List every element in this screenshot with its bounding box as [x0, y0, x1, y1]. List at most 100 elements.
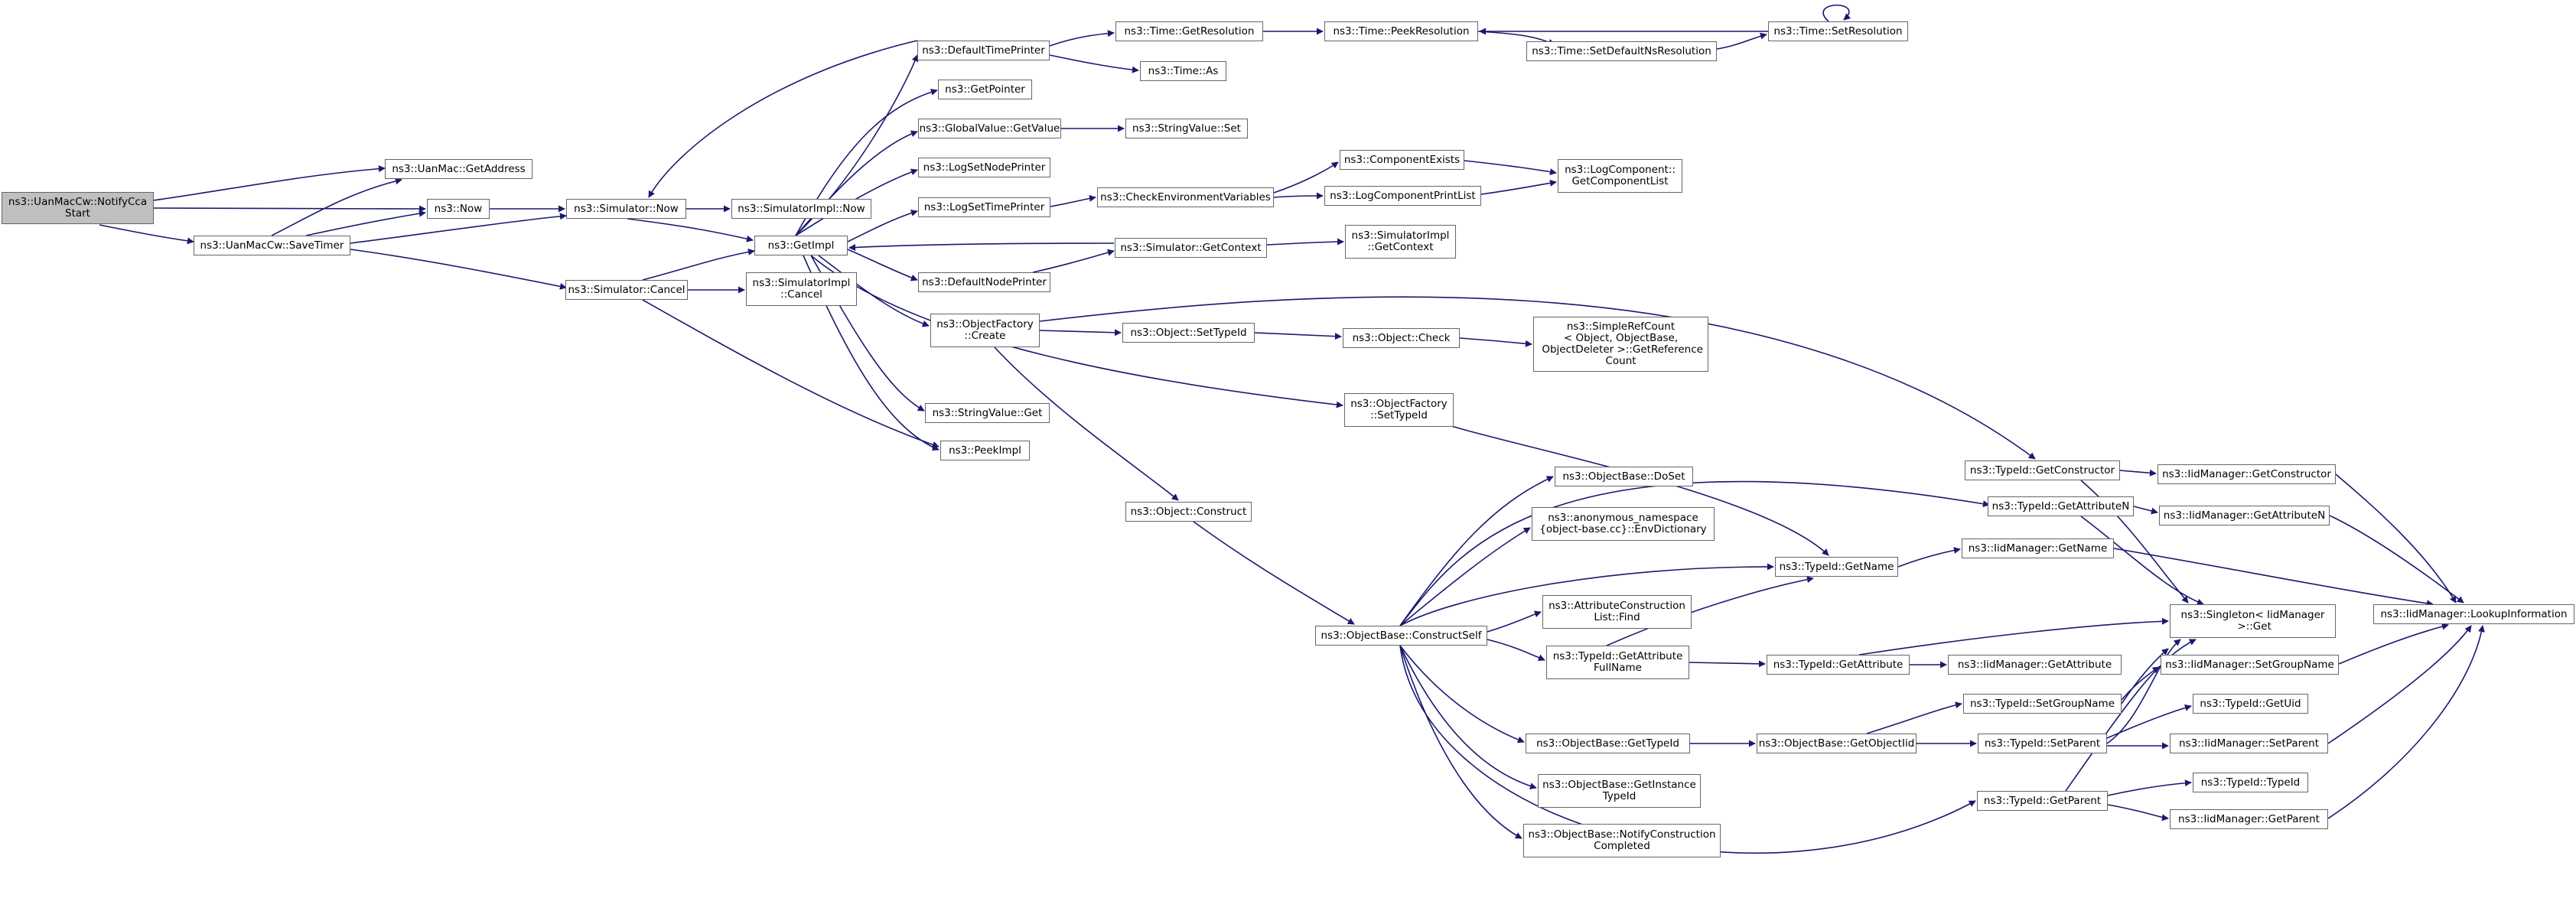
call-edge-16 [795, 168, 918, 236]
node-objectbase-notifyconstructioncompleted[interactable]: ns3::ObjectBase::NotifyConstruction Comp… [1523, 824, 1721, 857]
call-edge-54 [1399, 645, 1537, 790]
node-anonymous-namespace-envdictionary[interactable]: ns3::anonymous_namespace {object-base.cc… [1532, 507, 1715, 541]
call-edge-64 [1858, 617, 2169, 656]
node-time-as[interactable]: ns3::Time::As [1140, 61, 1226, 81]
node-object-check[interactable]: ns3::Object::Check [1343, 328, 1460, 348]
node-object-construct[interactable]: ns3::Object::Construct [1125, 502, 1252, 522]
call-edge-82 [2327, 625, 2485, 819]
call-edge-50 [1399, 563, 1774, 626]
node-stringvalue-set[interactable]: ns3::StringValue::Set [1125, 119, 1248, 138]
node-iidmanager-getattributen[interactable]: ns3::IidManager::GetAttributeN [2159, 506, 2330, 525]
call-edge-42 [1266, 238, 1344, 246]
node-objectbase-doset[interactable]: ns3::ObjectBase::DoSet [1555, 467, 1693, 486]
call-edge-71 [2329, 515, 2464, 604]
node-typeid-getattributefullname[interactable]: ns3::TypeId::GetAttribute FullName [1546, 646, 1689, 679]
node-defaulttimeprinter[interactable]: ns3::DefaultTimePrinter [917, 41, 1050, 60]
node-time-setdefaultnsresolution[interactable]: ns3::Time::SetDefaultNsResolution [1526, 41, 1717, 61]
node-typeid-getuid[interactable]: ns3::TypeId::GetUid [2193, 694, 2308, 714]
node-uanmaccw-savetimer[interactable]: ns3::UanMacCw::SaveTimer [194, 236, 350, 255]
call-edge-67 [2080, 480, 2189, 604]
node-object-settypeid[interactable]: ns3::Object::SetTypeId [1122, 323, 1255, 343]
call-edge-5 [350, 213, 567, 244]
node-getimpl[interactable]: ns3::GetImpl [754, 236, 848, 255]
node-iidmanager-lookupinformation[interactable]: ns3::IidManager::LookupInformation [2373, 604, 2574, 624]
node-typeid-setgroupname[interactable]: ns3::TypeId::SetGroupName [1963, 694, 2122, 714]
node-uanmac-getaddress[interactable]: ns3::UanMac::GetAddress [385, 159, 532, 179]
node-peekimpl[interactable]: ns3::PeekImpl [940, 441, 1030, 460]
node-iidmanager-setparent[interactable]: ns3::IidManager::SetParent [2170, 734, 2328, 753]
call-edge-28 [1032, 249, 1115, 273]
node-uanmaccw-notifyccastart: ns3::UanMacCw::NotifyCca Start [2, 192, 154, 224]
node-iidmanager-getattribute[interactable]: ns3::IidManager::GetAttribute [1948, 655, 2122, 675]
call-edge-12 [642, 299, 940, 448]
call-edge-17 [847, 210, 918, 242]
call-edge-58 [1606, 576, 1814, 646]
node-singleton-iidmanager-get[interactable]: ns3::Singleton< IidManager >::Get [2170, 604, 2336, 638]
node-typeid-typeid[interactable]: ns3::TypeId::TypeId [2193, 773, 2308, 792]
node-logsettimeprinter[interactable]: ns3::LogSetTimePrinter [918, 197, 1050, 217]
node-objectbase-getinstancetypeid[interactable]: ns3::ObjectBase::GetInstance TypeId [1538, 774, 1701, 808]
node-componentexists[interactable]: ns3::ComponentExists [1340, 150, 1464, 170]
node-simulatorimpl-cancel[interactable]: ns3::SimulatorImpl ::Cancel [746, 272, 857, 306]
node-objectbase-constructself[interactable]: ns3::ObjectBase::ConstructSelf [1315, 626, 1487, 646]
call-edge-79 [2107, 779, 2192, 796]
node-time-getresolution[interactable]: ns3::Time::GetResolution [1115, 21, 1263, 41]
call-edge-69 [2113, 548, 2434, 607]
call-edge-68 [2080, 516, 2204, 606]
node-simulatorimpl-now[interactable]: ns3::SimulatorImpl::Now [731, 199, 871, 219]
node-logsetnodeprinter[interactable]: ns3::LogSetNodePrinter [918, 158, 1050, 177]
call-edge-48 [1399, 476, 1554, 626]
call-edge-38 [1273, 161, 1339, 194]
node-simulator-getcontext[interactable]: ns3::Simulator::GetContext [1115, 238, 1267, 258]
call-edge-0 [152, 165, 386, 201]
call-edge-18 [847, 249, 918, 281]
node-globalvalue-getvalue[interactable]: ns3::GlobalValue::GetValue [918, 119, 1061, 138]
call-edge-23 [648, 40, 918, 198]
node-simplerefcount-getreferencecount[interactable]: ns3::SimpleRefCount < Object, ObjectBase… [1533, 317, 1708, 372]
call-edge-25 [1049, 54, 1139, 73]
call-edge-49 [1399, 527, 1531, 626]
node-typeid-getname[interactable]: ns3::TypeId::GetName [1775, 557, 1898, 577]
call-edge-52 [1487, 639, 1545, 662]
call-edge-29 [848, 242, 1115, 252]
node-checkenvironmentvariables[interactable]: ns3::CheckEnvironmentVariables [1097, 187, 1274, 207]
node-simulator-cancel[interactable]: ns3::Simulator::Cancel [565, 280, 688, 300]
node-simulatorimpl-getcontext[interactable]: ns3::SimulatorImpl ::GetContext [1345, 225, 1456, 259]
node-objectfactory-settypeid[interactable]: ns3::ObjectFactory ::SetTypeId [1344, 393, 1454, 427]
call-edge-39 [1273, 192, 1324, 200]
node-time-setresolution[interactable]: ns3::Time::SetResolution [1768, 21, 1908, 41]
node-objectbase-getobjectiid[interactable]: ns3::ObjectBase::GetObjectIid [1757, 734, 1917, 753]
node-typeid-getattributen[interactable]: ns3::TypeId::GetAttributeN [1988, 496, 2134, 516]
node-iidmanager-setgroupname[interactable]: ns3::IidManager::SetGroupName [2161, 655, 2339, 675]
node-defaultnodeprinter[interactable]: ns3::DefaultNodePrinter [918, 272, 1050, 292]
call-edge-31 [994, 347, 1179, 501]
node-logcomponent-getcomponentlist[interactable]: ns3::LogComponent:: GetComponentList [1558, 159, 1682, 193]
call-edge-22 [810, 255, 1343, 408]
call-edge-1 [152, 205, 426, 213]
node-time-peekresolution[interactable]: ns3::Time::PeekResolution [1324, 21, 1478, 41]
node-attributeconstructionlist-find[interactable]: ns3::AttributeConstruction List::Find [1542, 595, 1692, 629]
call-edge-10 [642, 248, 755, 281]
node-now[interactable]: ns3::Now [427, 199, 490, 219]
node-logcomponentprintlist[interactable]: ns3::LogComponentPrintList [1324, 186, 1481, 206]
node-iidmanager-getname[interactable]: ns3::IidManager::GetName [1962, 538, 2114, 558]
node-objectfactory-create[interactable]: ns3::ObjectFactory ::Create [930, 314, 1040, 347]
node-objectbase-gettypeid[interactable]: ns3::ObjectBase::GetTypeId [1526, 734, 1690, 753]
node-iidmanager-getparent[interactable]: ns3::IidManager::GetParent [2170, 809, 2328, 829]
node-stringvalue-get[interactable]: ns3::StringValue::Get [925, 403, 1050, 423]
node-iidmanager-getconstructor[interactable]: ns3::IidManager::GetConstructor [2158, 464, 2336, 484]
call-edge-74 [2338, 623, 2449, 665]
node-getpointer[interactable]: ns3::GetPointer [938, 80, 1032, 99]
call-edge-73 [2121, 666, 2160, 701]
call-edge-4 [305, 210, 426, 236]
node-typeid-getparent[interactable]: ns3::TypeId::GetParent [1977, 791, 2108, 811]
node-typeid-setparent[interactable]: ns3::TypeId::SetParent [1978, 734, 2107, 753]
call-edge-60 [1866, 701, 1962, 734]
call-edge-30 [1039, 329, 1122, 337]
node-typeid-getconstructor[interactable]: ns3::TypeId::GetConstructor [1965, 460, 2120, 480]
call-edge-76 [2106, 704, 2192, 739]
node-simulator-now[interactable]: ns3::Simulator::Now [566, 199, 686, 219]
call-edge-9 [627, 218, 754, 242]
call-edge-81 [2065, 639, 2197, 792]
node-typeid-getattribute[interactable]: ns3::TypeId::GetAttribute [1767, 655, 1910, 675]
